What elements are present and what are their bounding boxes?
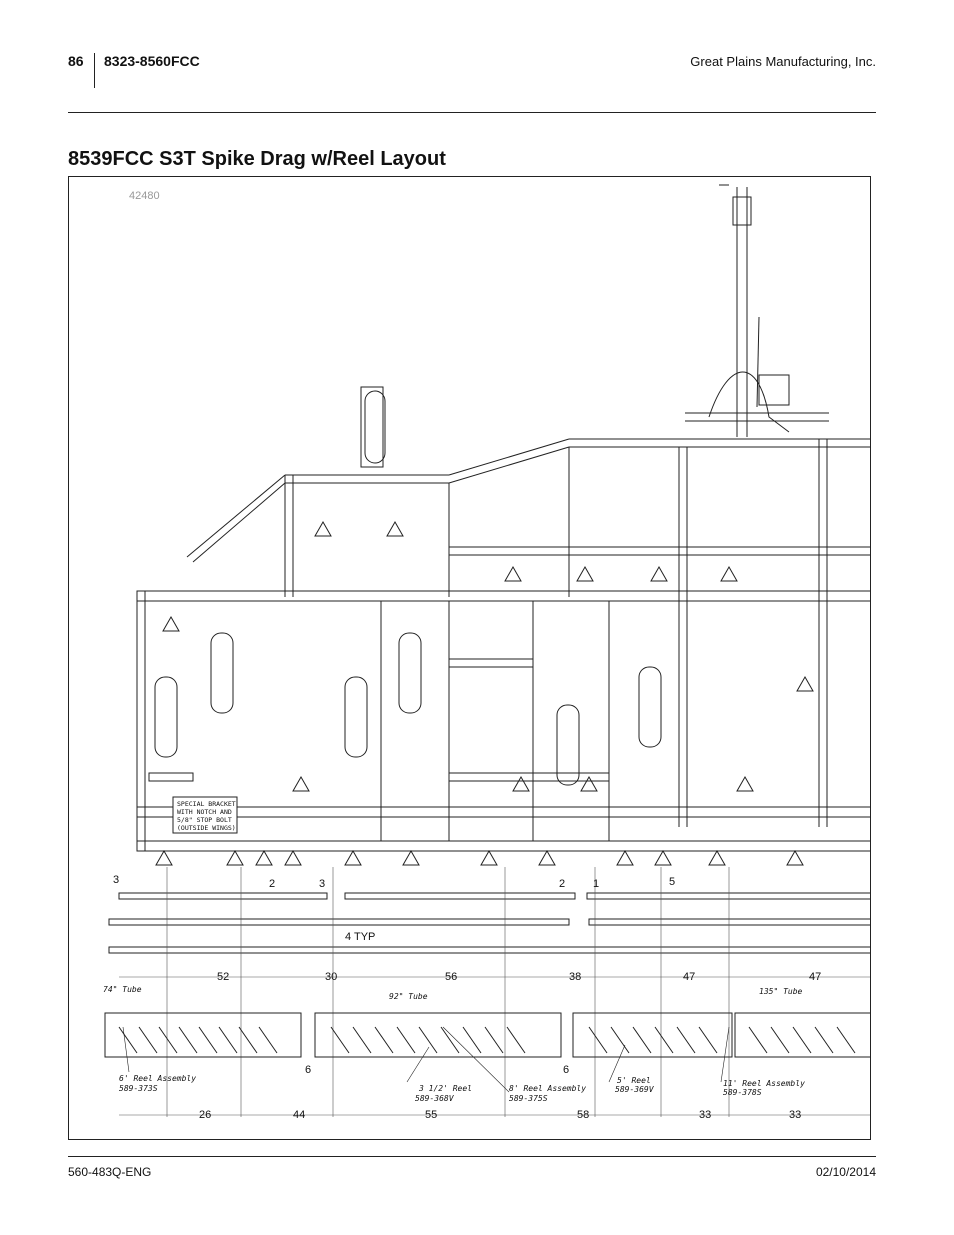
dim-6: 6 xyxy=(305,1064,311,1076)
document-number: 560-483Q-ENG xyxy=(68,1165,152,1179)
reel-3-5ft-name: 3 1/2' Reel xyxy=(418,1084,472,1093)
note-line-2: WITH NOTCH AND xyxy=(177,808,232,816)
dim-3-left: 3 xyxy=(113,874,119,886)
bracket-note-box xyxy=(172,796,238,834)
dim-6-right: 6 xyxy=(563,1064,569,1076)
reel-8ft-name: 8' Reel Assembly xyxy=(509,1084,586,1093)
dim-row1-52: 52 xyxy=(217,971,229,983)
dim-row2-55: 55 xyxy=(425,1109,437,1121)
model-number: 8323-8560FCC xyxy=(104,53,200,69)
dimension-guides xyxy=(119,867,870,1117)
dim-4-typ: 4 TYP xyxy=(345,931,375,943)
reel-6ft-name: 6' Reel Assembly xyxy=(119,1074,196,1083)
dim-row1-38: 38 xyxy=(569,971,581,983)
reel-strip-bars xyxy=(108,892,870,954)
tube-74: 74" Tube xyxy=(103,985,142,994)
dim-half: 1 xyxy=(593,878,599,890)
footer-rule xyxy=(68,1156,876,1157)
layout-figure: 42480 xyxy=(68,176,871,1140)
upper-frame xyxy=(186,386,870,827)
reel-8ft-part: 589-375S xyxy=(509,1094,548,1103)
reel-6ft-part: 589-373S xyxy=(119,1084,158,1093)
header-divider xyxy=(94,53,95,88)
company-name: Great Plains Manufacturing, Inc. xyxy=(690,54,876,69)
spike-tines xyxy=(155,520,814,866)
dim-3: 3 xyxy=(319,878,325,890)
dim-row1-30: 30 xyxy=(325,971,337,983)
header-rule xyxy=(68,112,876,113)
dim-5-half: 5 xyxy=(669,876,675,888)
reel-5ft-name: 5' Reel xyxy=(617,1076,651,1085)
note-line-4: (OUTSIDE WINGS) xyxy=(177,824,236,832)
note-line-3: 5/8" STOP BOLT xyxy=(177,816,232,824)
reel-3-5ft-part: 589-368V xyxy=(415,1094,455,1103)
document-date: 02/10/2014 xyxy=(815,1165,876,1179)
tube-135: 135" Tube xyxy=(759,987,803,996)
page-number: 86 xyxy=(68,53,84,69)
tube-92: 92" Tube xyxy=(389,992,428,1001)
drawing: SPECIAL BRACKET WITH NOTCH AND 5/8" STOP… xyxy=(103,184,870,1121)
reel-assemblies xyxy=(104,1012,870,1058)
cross-bars xyxy=(136,546,870,852)
dim-row1-47: 47 xyxy=(683,971,695,983)
dim-row2-58: 58 xyxy=(577,1109,589,1121)
dim-row2-26: 26 xyxy=(199,1109,211,1121)
dim-row1-56: 56 xyxy=(445,971,457,983)
page-title: 8539FCC S3T Spike Drag w/Reel Layout xyxy=(68,148,446,170)
hitch-tongue xyxy=(685,184,829,437)
reel-11ft-name: 11' Reel Assembly xyxy=(723,1079,805,1088)
figure-number: 42480 xyxy=(129,190,160,202)
reel-5ft-part: 589-369V xyxy=(615,1085,655,1094)
leader-lines xyxy=(122,1026,730,1093)
dim-row2-44: 44 xyxy=(293,1109,305,1121)
dim-2: 2 xyxy=(269,878,275,890)
dim-row2-33b: 33 xyxy=(789,1109,801,1121)
wheels xyxy=(154,390,662,786)
dim-row2-33: 33 xyxy=(699,1109,711,1121)
dim-2-half: 2 xyxy=(559,878,565,890)
dim-row1-47b: 47 xyxy=(809,971,821,983)
note-line-1: SPECIAL BRACKET xyxy=(177,800,236,808)
reel-11ft-part: 589-378S xyxy=(723,1088,762,1097)
